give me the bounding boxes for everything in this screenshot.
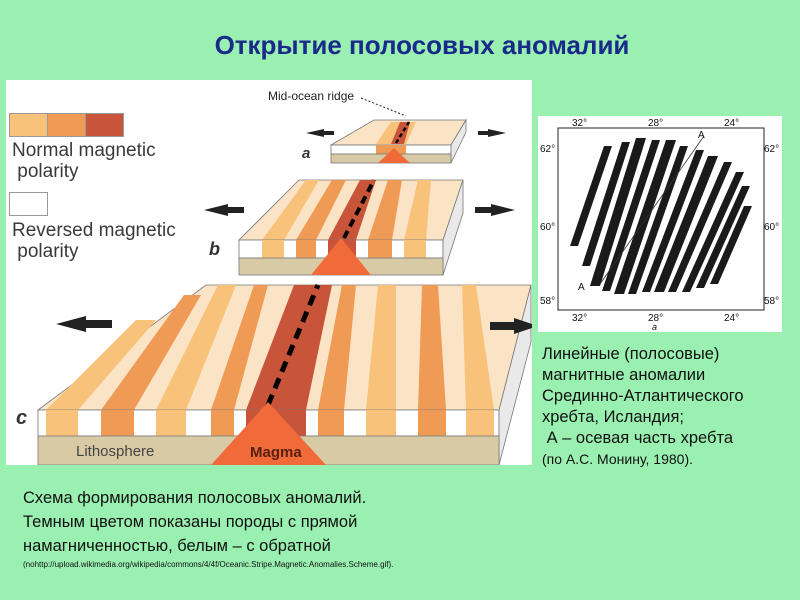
source-link[interactable]: (nohttp://upload.wikimedia.org/wikipedia…	[23, 560, 394, 569]
map-right-lat-62: 62°	[764, 144, 779, 155]
block-a: a	[302, 118, 506, 164]
lithosphere-label: Lithosphere	[76, 443, 154, 460]
anomaly-map: 32° 28° 24° 32° 28° 24° 62° 60° 58° 62° …	[538, 116, 782, 332]
map-bottom-lon-28: 28°	[648, 313, 663, 324]
block-diagrams: Mid-ocean ridge a	[16, 89, 532, 465]
legend-reversed-label: Reversed magnetic polarity	[12, 220, 176, 262]
map-caption-ref: (по А.С. Монину, 1980).	[542, 451, 693, 467]
anomaly-stripes	[570, 138, 752, 294]
stage-label-a: a	[302, 145, 310, 162]
map-caption-line: А – осевая часть хребта	[542, 429, 733, 447]
ridge-label: Mid-ocean ridge	[268, 89, 354, 103]
map-caption-line: Линейные (полосовые)	[542, 345, 720, 363]
map-top-lon-28: 28°	[648, 118, 663, 129]
legend-swatch-mid	[47, 113, 86, 137]
map-top-lon-32: 32°	[572, 118, 587, 129]
map-left-lat-58: 58°	[540, 296, 555, 307]
legend-swatch-dark	[85, 113, 124, 137]
magma-label: Magma	[250, 444, 302, 461]
map-top-lon-24: 24°	[724, 118, 739, 129]
block-b: b	[204, 179, 515, 276]
legend-swatch-reversed	[9, 192, 48, 216]
map-caption: Линейные (полосовые) магнитные аномалии …	[542, 344, 792, 470]
diagram-caption-line: Схема формирования полосовых аномалий.	[23, 489, 367, 507]
stage-label-b: b	[209, 239, 220, 259]
stripe-diagram: Normal magnetic polarity Reversed magnet…	[6, 80, 532, 465]
map-caption-line: магнитные аномалии	[542, 366, 706, 384]
page-title: Открытие полосовых аномалий	[214, 30, 630, 60]
map-bottom-lon-32: 32°	[572, 313, 587, 324]
diagram-caption-line: Темным цветом показаны породы с прямой	[23, 513, 358, 531]
diagram-caption-line: намагниченностью, белым – с обратной	[23, 537, 331, 555]
legend-normal-label: Normal magnetic polarity	[12, 140, 156, 182]
map-caption-line: хребта, Исландия;	[542, 408, 684, 426]
map-right-lat-58: 58°	[764, 296, 779, 307]
block-c: Lithosphere Magma c	[16, 284, 532, 465]
stage-label-c: c	[16, 407, 27, 429]
map-left-lat-62: 62°	[540, 144, 555, 155]
map-panel-letter: a	[652, 322, 657, 332]
diagram-caption: Схема формирования полосовых аномалий. Т…	[23, 486, 523, 558]
map-right-lat-60: 60°	[764, 222, 779, 233]
legend-swatch-light	[9, 113, 48, 137]
map-bottom-lon-24: 24°	[724, 313, 739, 324]
map-left-lat-60: 60°	[540, 222, 555, 233]
map-caption-line: Срединно-Атлантического	[542, 387, 744, 405]
map-axis-label-bottom: A	[578, 282, 585, 293]
map-axis-label-top: A	[698, 130, 705, 141]
